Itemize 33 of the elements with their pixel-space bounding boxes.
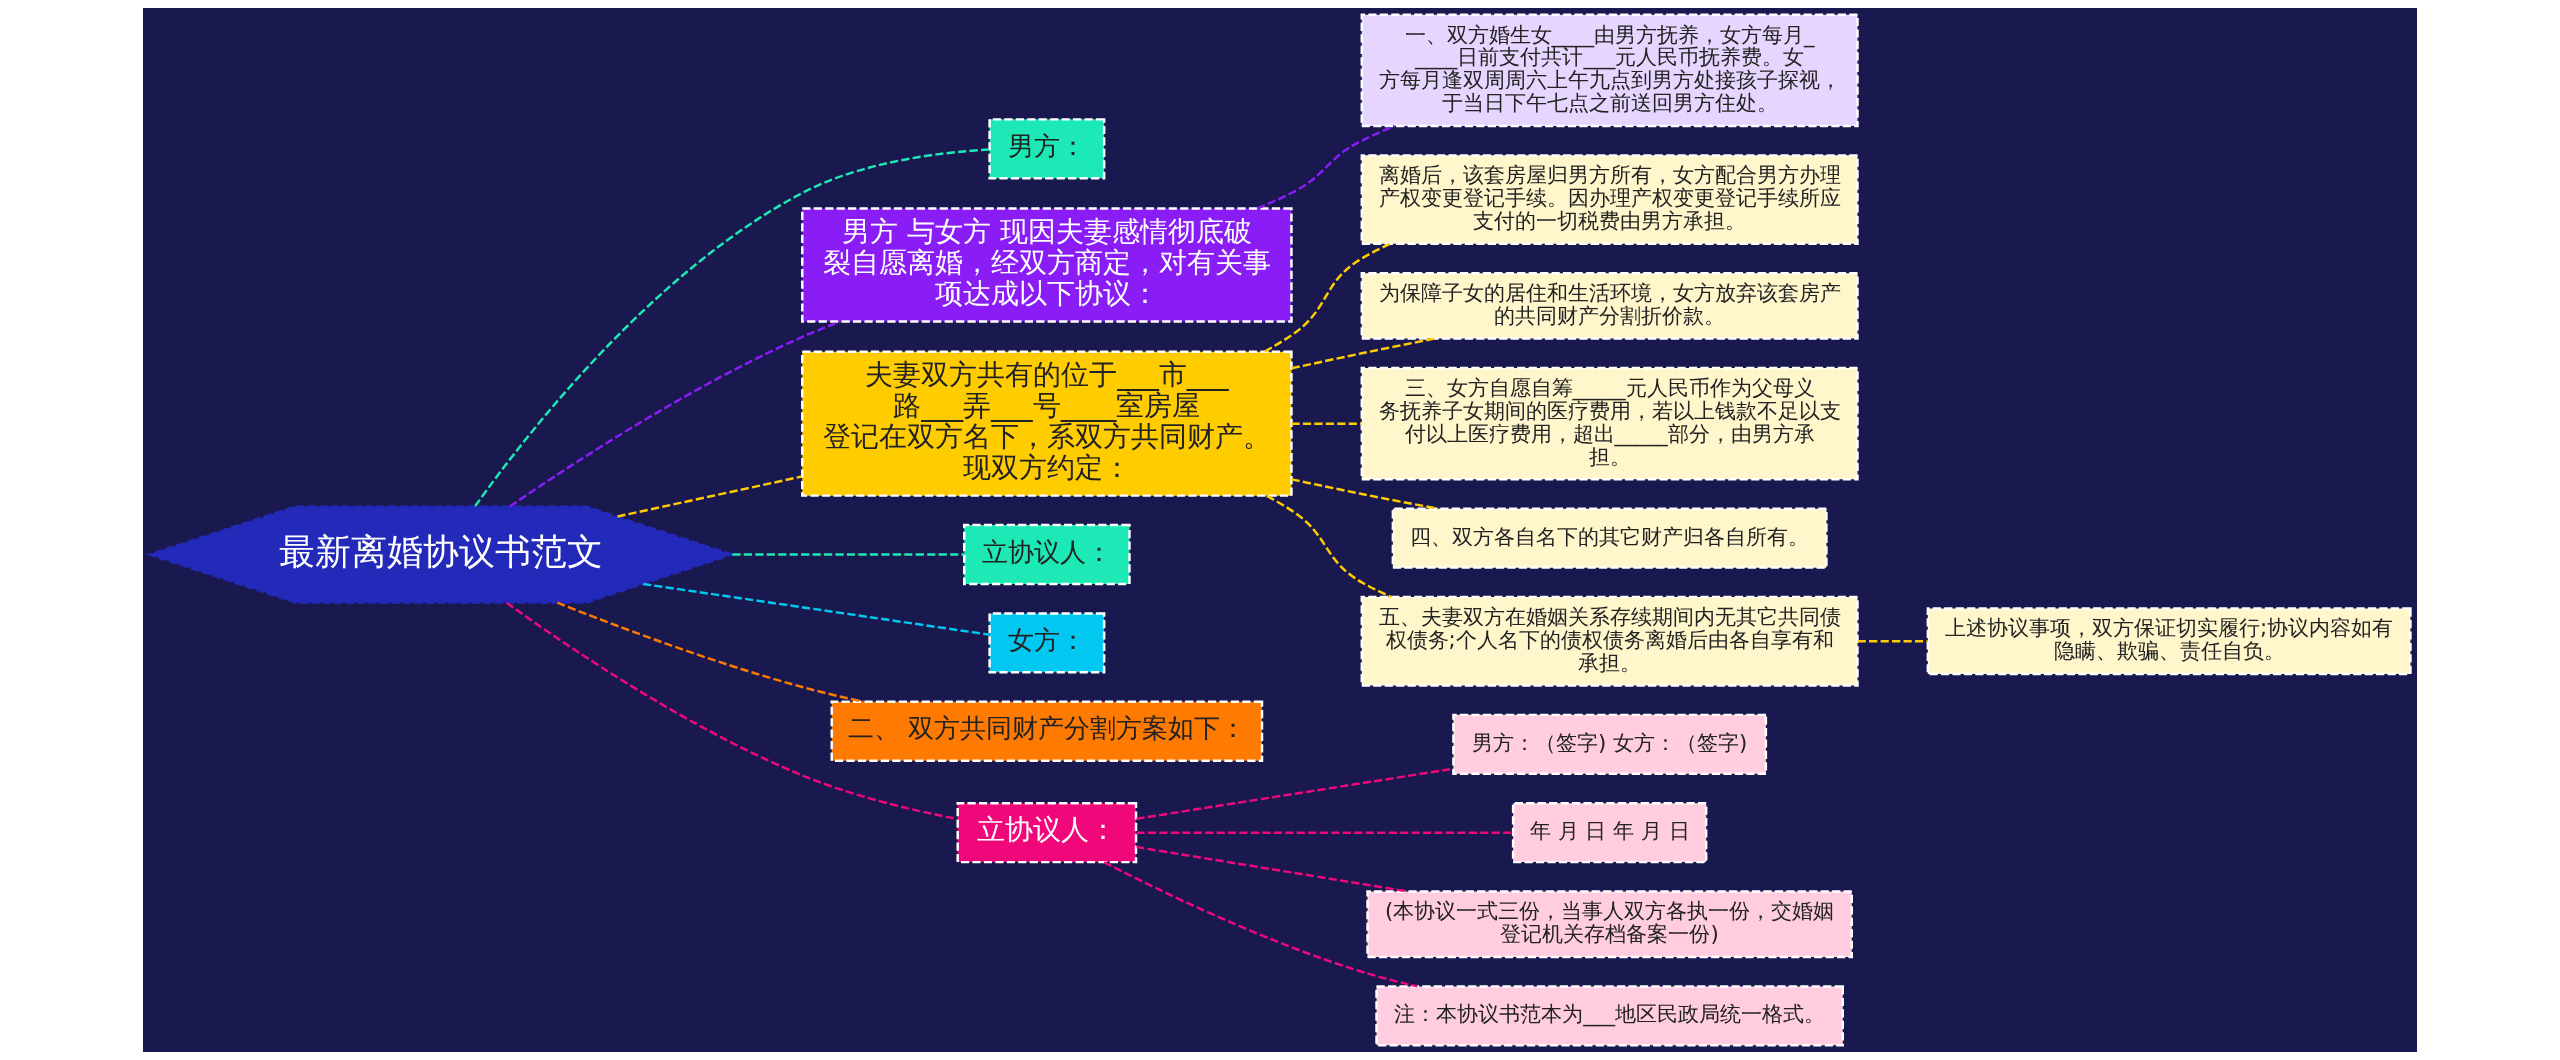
connector (1136, 831, 1513, 834)
connector (1291, 478, 1439, 510)
connector (1256, 124, 1396, 210)
connector (474, 148, 990, 507)
connector (1264, 242, 1391, 353)
node-box: 五、夫妻双方在婚姻关系存续期间内无其它共同债权债务;个人名下的债权债务离婚后由各自享有和承担。 (1360, 595, 1859, 687)
connector (1291, 422, 1362, 425)
node-box: 三、女方自愿自筹_____元人民币作为父母义务抚养子女期间的医疗费用，若以上钱款不足以支付以上医疗费用，超出_____部分，由男方承担。 (1360, 366, 1859, 481)
node-box: 女方： (988, 612, 1106, 674)
node-box: 四、双方各自名下的其它财产归各自所有。 (1391, 507, 1828, 569)
connector (557, 601, 864, 703)
node-box: 男方： (988, 118, 1106, 180)
node-box: 立协议人： (963, 523, 1131, 586)
connector (509, 320, 841, 508)
connector (732, 553, 965, 556)
connector (1266, 494, 1392, 599)
node-box: (本协议一式三份，当事人双方各执一份，交婚姻登记机关存档备案一份) (1366, 890, 1853, 959)
connector (642, 582, 990, 636)
node-box: 为保障子女的居住和生活环境，女方放弃该套房产的共同财产分割折价款。 (1360, 271, 1859, 340)
node-box: 夫妻双方共有的位于___市___路___弄___号____室房屋登记在双方名下，系双方共同财产。现双方约定： (801, 350, 1293, 497)
node-box: 年 月 日 年 月 日 (1511, 802, 1708, 864)
node-box: 二、 双方共同财产分割方案如下： (830, 700, 1264, 762)
node-box: 男方：（签字) 女方：（签字) (1452, 713, 1768, 775)
connector (1103, 861, 1418, 988)
connector (1857, 640, 1928, 643)
node-box: 离婚后，该套房屋归男方所有，女方配合男方办理产权变更登记手续。因办理产权变更登记手续所应支付的一切税费由男方承担。 (1360, 154, 1859, 245)
node-box: 上述协议事项，双方保证切实履行;协议内容如有隐瞒、欺骗、责任自负。 (1926, 607, 2412, 676)
node-box: 一、双方婚生女____由男方抚养，女方每月_____日前支付共计___元人民币抚养费。女方每月逢双周周六上午九点到男方处接孩子探视，于当日下午七点之前送回男方住处。 (1360, 13, 1859, 128)
connector (505, 601, 958, 821)
node-box: 立协议人： (956, 802, 1138, 864)
node-box: 男方 与女方 现因夫妻感情彻底破裂自愿离婚，经双方商定，对有关事项达成以下协议： (801, 207, 1293, 323)
connector (617, 475, 803, 518)
node-box: 注：本协议书范本为___地区民政局统一格式。 (1375, 985, 1844, 1047)
